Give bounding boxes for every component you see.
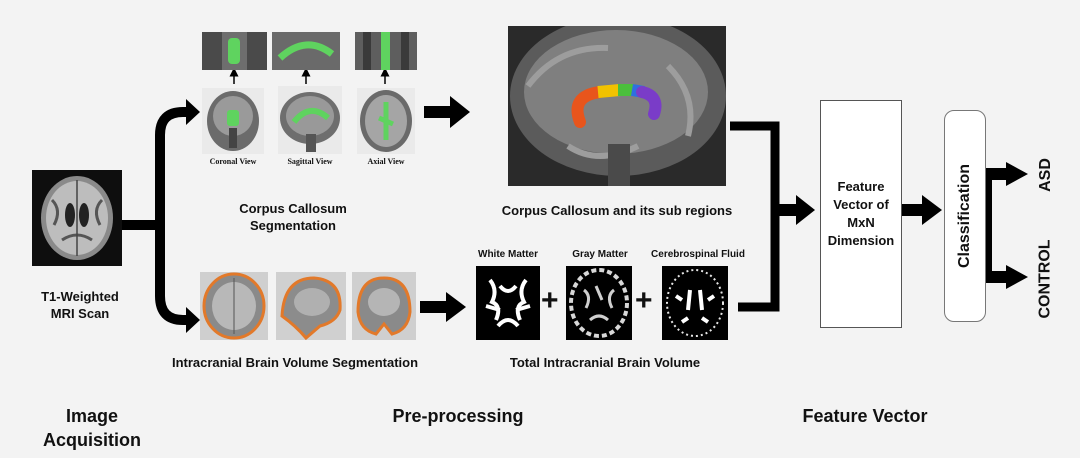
feature-vector-box: Feature Vector of MxN Dimension	[820, 100, 902, 328]
arrow-asd-head	[1006, 162, 1028, 186]
feature-vector-text: Feature Vector of MxN Dimension	[827, 179, 895, 248]
caption-axial-view: Axial View	[367, 157, 405, 166]
connector-class-control	[980, 210, 1008, 283]
cc-sagittal-view	[278, 86, 342, 154]
icv-seg-coronal	[352, 272, 416, 340]
t1-mri-label: T1-Weighted MRI Scan	[41, 289, 119, 321]
cc-zoom-axial	[355, 32, 417, 70]
arrow-cc-shaft	[424, 106, 450, 118]
arrow-feature-head	[796, 195, 815, 225]
total-icv-label: Total Intracranial Brain Volume	[509, 355, 701, 370]
caption-coronal-view: Coronal View	[209, 157, 257, 166]
arrow-head-bottom	[186, 307, 200, 333]
white-matter-map	[476, 266, 540, 340]
arrow-feature-shaft	[775, 204, 797, 216]
stage-feature-vector: Feature Vector	[802, 406, 928, 426]
stage-preprocessing: Pre-processing	[392, 406, 524, 426]
classification-box: Classification	[944, 110, 986, 322]
icv-seg-sagittal	[276, 272, 346, 340]
cc-coronal-view	[202, 88, 264, 154]
icv-segmentation-label: Intracranial Brain Volume Segmentation	[171, 355, 419, 370]
cc-segmentation-label: Corpus Callosum Segmentation	[239, 201, 347, 233]
arrow-class-shaft	[900, 204, 924, 216]
output-control-text: CONTROL	[1037, 239, 1055, 319]
csf-map	[662, 266, 728, 340]
label-gray-matter: Gray Matter	[572, 249, 628, 260]
connector-tissue-merge	[738, 210, 780, 312]
t1-mri-scan-image	[32, 170, 122, 266]
label-csf: Cerebrospinal Fluid	[651, 249, 745, 260]
connector-class-asd	[980, 168, 1008, 210]
cc-subregions-label: Corpus Callosum and its sub regions	[501, 203, 733, 218]
cc-zoom-sagittal	[272, 32, 340, 70]
label-white-matter: White Matter	[478, 249, 538, 260]
cc-subregions-image	[508, 26, 726, 186]
arrow-cc-head	[450, 96, 470, 128]
icv-seg-axial	[200, 272, 268, 340]
gray-matter-map	[566, 266, 632, 340]
t1-brain-drawing	[41, 176, 113, 260]
caption-sagittal-view: Sagittal View	[287, 157, 333, 166]
arrow-class-head	[922, 195, 942, 225]
output-control: CONTROL	[1034, 234, 1058, 324]
plus-sign-1: +	[541, 284, 559, 317]
connector-cc-merge	[730, 121, 780, 210]
cc-axial-view	[357, 88, 415, 154]
connector-split-up	[155, 107, 188, 225]
cc-zoom-coronal	[202, 32, 267, 70]
arrow-control-head	[1006, 265, 1028, 289]
output-asd: ASD	[1034, 152, 1058, 198]
arrow-tissue-shaft	[420, 301, 446, 313]
connector-split-down	[155, 225, 188, 325]
arrow-head-top	[186, 99, 200, 125]
classification-text: Classification	[956, 163, 973, 269]
plus-sign-2: +	[635, 284, 653, 317]
stage-image-acquisition: Image Acquisition	[43, 406, 141, 450]
arrow-tissue-head	[446, 292, 466, 322]
output-asd-text: ASD	[1037, 158, 1054, 192]
